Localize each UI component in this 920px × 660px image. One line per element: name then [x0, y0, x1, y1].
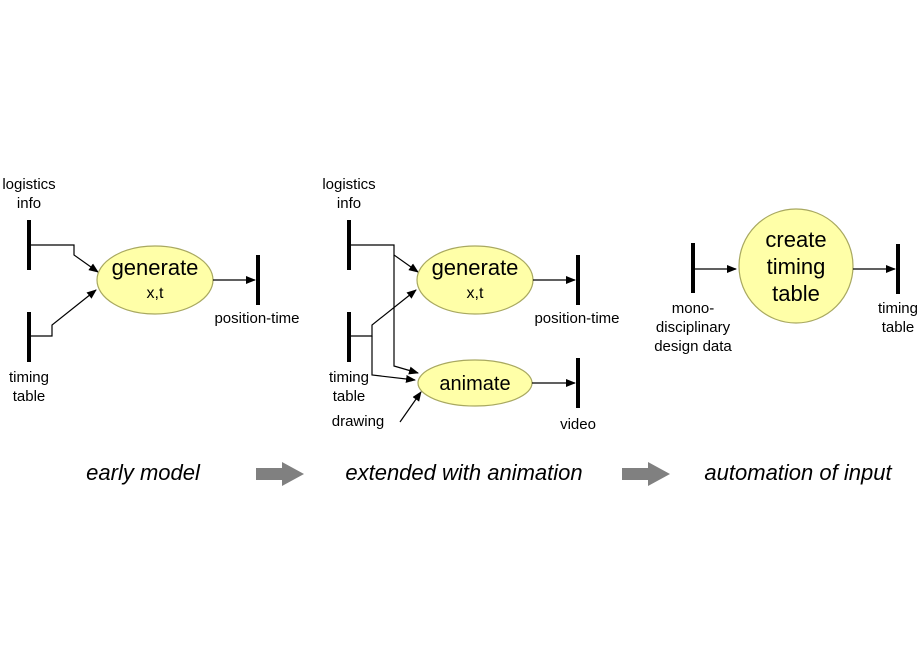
- timing-table-label-line2: table: [13, 388, 46, 405]
- animate-process-label: animate: [439, 373, 510, 395]
- create-timing-table-label-line1: create: [765, 227, 826, 252]
- timing-table-label-line1-2: timing: [329, 369, 369, 386]
- logistics-info-label-line1: logistics: [2, 176, 55, 193]
- position-time-label-2: position-time: [534, 310, 619, 327]
- timing-to-animate-arrow: [371, 336, 416, 383]
- drawing-label: drawing: [332, 413, 385, 430]
- generate-process-sublabel-2: x,t: [467, 285, 484, 302]
- logistics-to-generate-arrow-2: [351, 244, 419, 273]
- design-data-label-line2: disciplinary: [656, 319, 731, 336]
- timing-table-output-label-line1: timing: [878, 300, 918, 317]
- caption-automation-input: automation of input: [704, 460, 892, 485]
- logistics-to-generate-arrow: [31, 244, 99, 273]
- design-data-label-line1: mono-: [672, 300, 715, 317]
- drawing-to-animate-arrow: [399, 391, 422, 423]
- generate-process-label: generate: [112, 255, 199, 280]
- design-data-label-line3: design data: [654, 338, 732, 355]
- flow-arrow-1: [256, 462, 304, 486]
- video-label: video: [560, 416, 596, 433]
- panel-early-model: logistics info timing table generate x,t…: [2, 176, 299, 485]
- timing-table-output-label-line2: table: [882, 319, 915, 336]
- flow-arrow-2: [622, 462, 670, 486]
- create-timing-table-label-line3: table: [772, 281, 820, 306]
- position-time-label: position-time: [214, 310, 299, 327]
- timing-table-label-line1: timing: [9, 369, 49, 386]
- generate-process-sublabel: x,t: [147, 285, 164, 302]
- logistics-info-label-line1-2: logistics: [322, 176, 375, 193]
- logistics-to-animate-arrow: [393, 255, 419, 375]
- timing-to-generate-arrow: [31, 289, 97, 337]
- logistics-info-label-line2-2: info: [337, 195, 361, 212]
- caption-extended-animation: extended with animation: [345, 460, 582, 485]
- create-timing-table-process: [738, 208, 854, 324]
- logistics-info-label-line2: info: [17, 195, 41, 212]
- timing-to-generate-arrow-2: [351, 289, 417, 337]
- create-timing-table-label-line2: timing: [767, 254, 826, 279]
- panel-automation-input: mono- disciplinary design data create ti…: [654, 208, 918, 485]
- generate-process-label-2: generate: [432, 255, 519, 280]
- timing-table-label-line2-2: table: [333, 388, 366, 405]
- caption-early-model: early model: [86, 460, 201, 485]
- panel-extended-animation: logistics info timing table drawing gene…: [322, 176, 619, 485]
